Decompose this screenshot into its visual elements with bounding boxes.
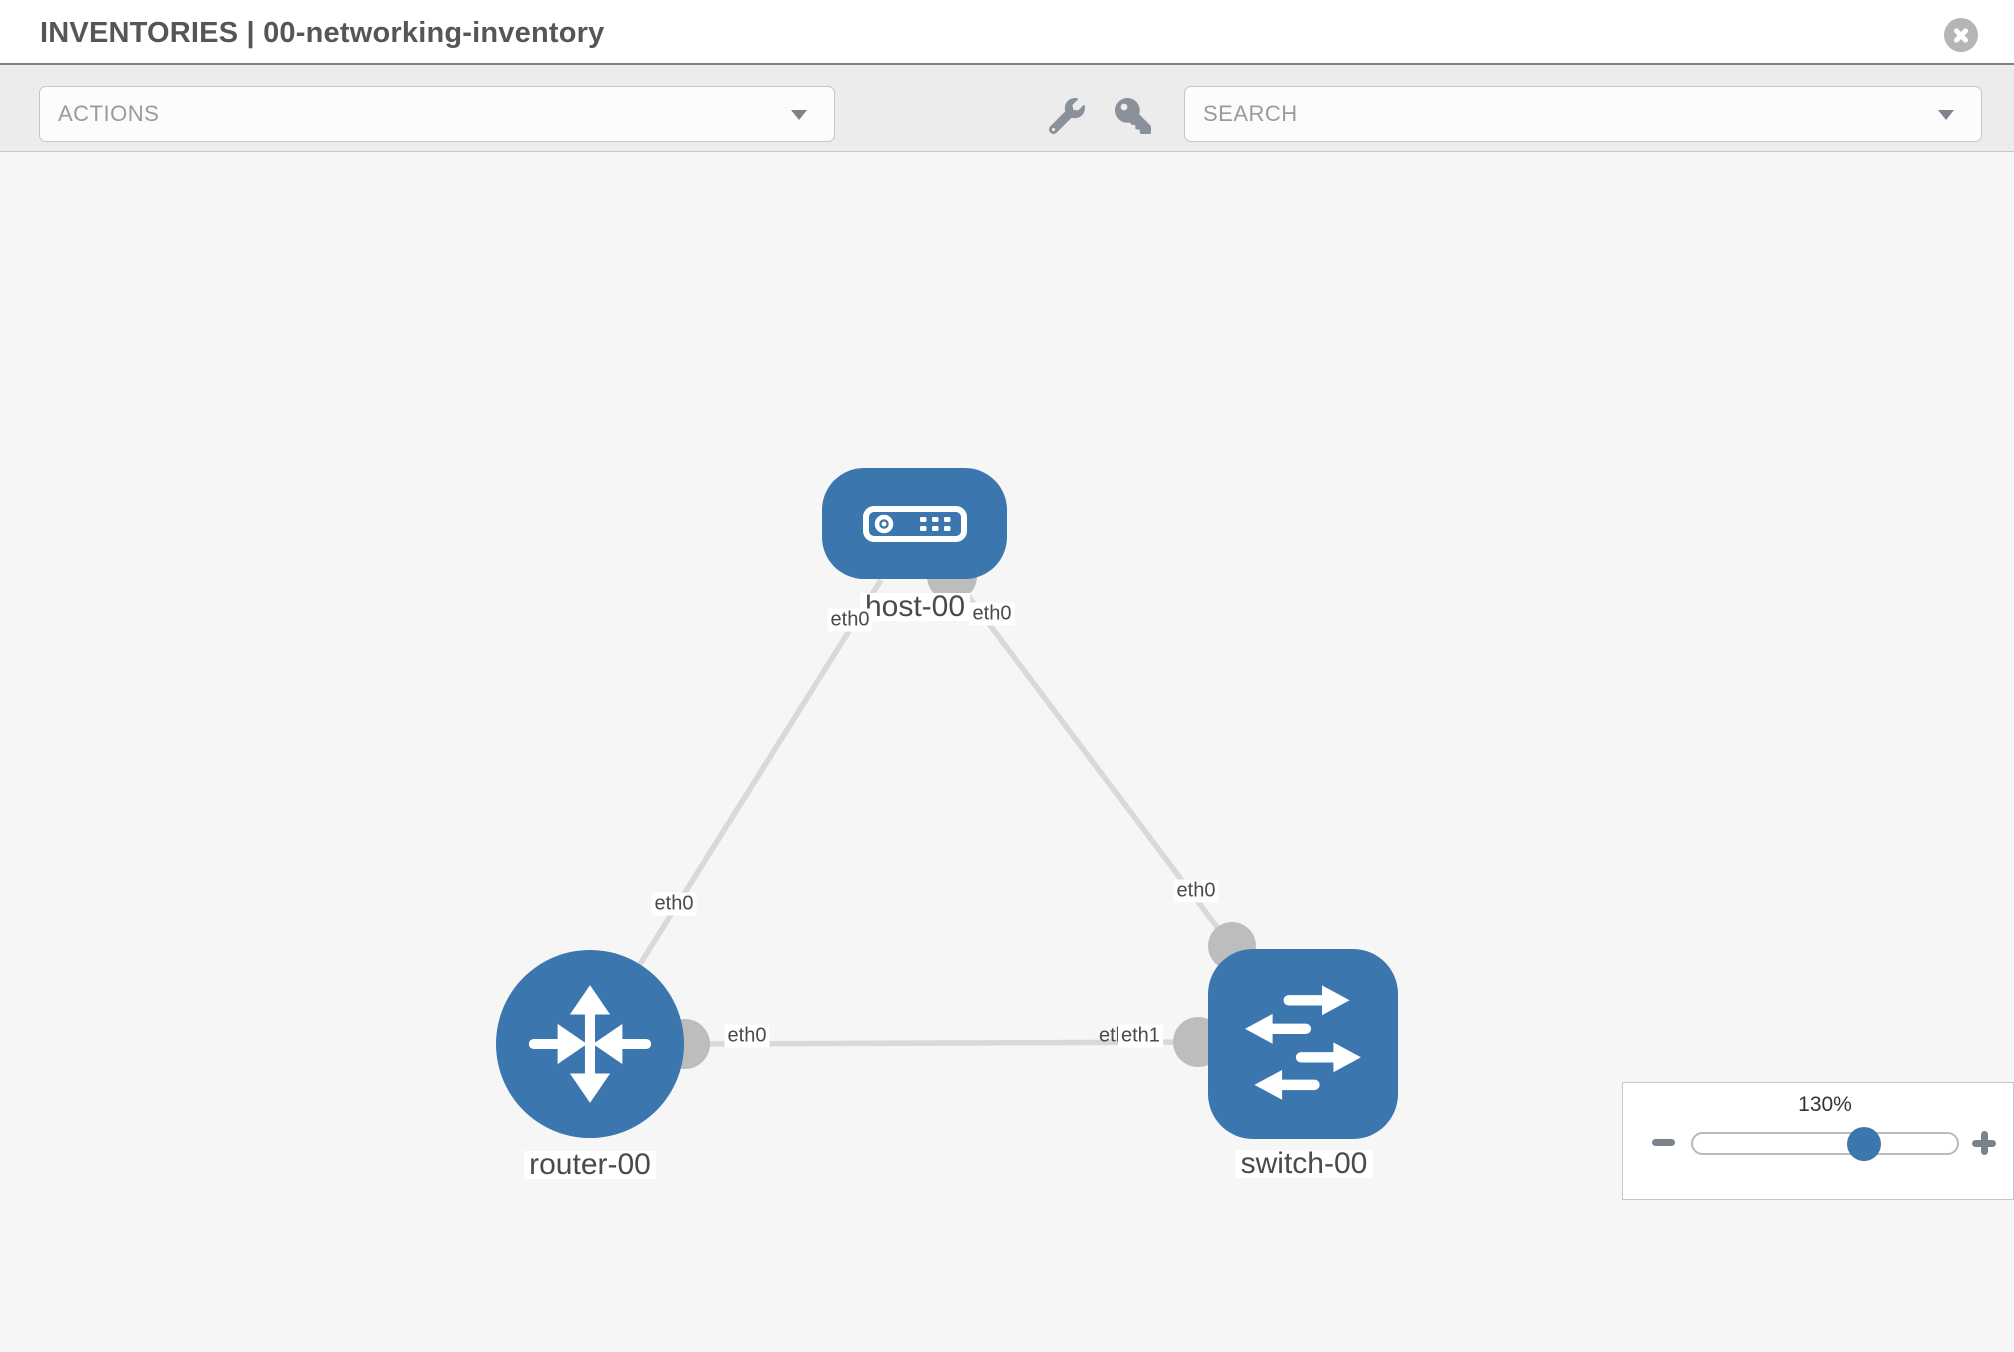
if-label-mid-router-end: eth0 <box>724 1024 770 1048</box>
chevron-down-icon <box>1938 110 1954 120</box>
if-label-host-right: eth0 <box>969 602 1015 626</box>
actions-dropdown[interactable]: ACTIONS <box>39 86 835 142</box>
close-icon[interactable] <box>1944 18 1978 52</box>
zoom-slider-thumb[interactable] <box>1847 1127 1881 1161</box>
if-label-mid-switch-end: eth1 <box>1118 1024 1163 1048</box>
node-switch-00[interactable] <box>1208 949 1398 1139</box>
minus-icon[interactable] <box>1652 1139 1675 1146</box>
toolbar: ACTIONS SEARCH <box>0 63 2014 152</box>
if-label-host-left: eth0 <box>827 608 873 632</box>
search-placeholder: SEARCH <box>1203 101 1298 126</box>
node-host-00[interactable] <box>822 468 1007 579</box>
chevron-down-icon <box>791 110 807 120</box>
zoom-slider-track[interactable] <box>1691 1132 1959 1155</box>
node-label-router: router-00 <box>524 1150 656 1180</box>
switch-icon <box>1244 985 1362 1100</box>
host-device-icon <box>862 505 967 542</box>
node-label-host: host-00 <box>859 592 971 622</box>
page-title: INVENTORIES | 00-networking-inventory <box>40 17 605 49</box>
node-router-00[interactable] <box>496 950 684 1138</box>
router-icon <box>528 985 652 1103</box>
zoom-level: 130% <box>1798 1093 1852 1116</box>
plus-icon[interactable] <box>1972 1131 1996 1155</box>
network-topology-view: host-00 router-00 switch-00 eth0 eth0 et… <box>0 0 2014 1200</box>
topology-canvas[interactable]: host-00 router-00 switch-00 eth0 eth0 et… <box>0 152 2014 1200</box>
node-label-switch: switch-00 <box>1235 1149 1373 1179</box>
zoom-control-panel: 130% <box>1622 1082 2014 1200</box>
header: INVENTORIES | 00-networking-inventory <box>0 0 2014 63</box>
if-label-router-top: eth0 <box>651 892 697 916</box>
wrench-icon[interactable] <box>1048 97 1085 135</box>
link-router-switch[interactable] <box>684 1039 1199 1047</box>
if-label-switch-top: eth0 <box>1173 879 1219 903</box>
actions-dropdown-label: ACTIONS <box>58 101 160 126</box>
key-icon[interactable] <box>1115 98 1151 134</box>
search-dropdown[interactable]: SEARCH <box>1184 86 1982 142</box>
